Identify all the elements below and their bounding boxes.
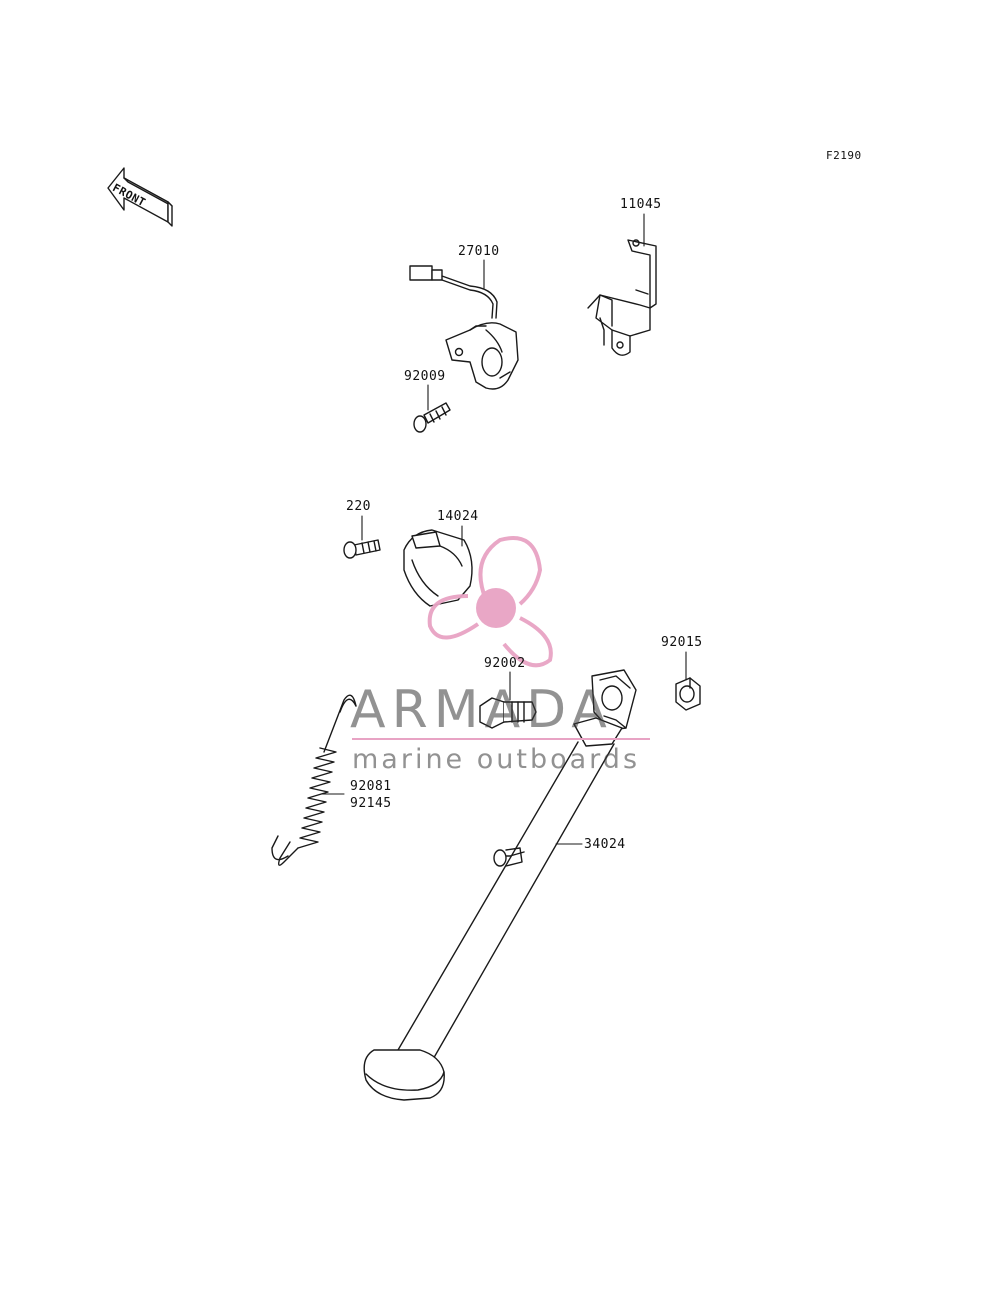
leader-lines bbox=[321, 213, 687, 845]
part-number-14024: 14024 bbox=[437, 509, 479, 524]
small-screw-part bbox=[343, 539, 381, 559]
part-number-92145: 92145 bbox=[350, 796, 392, 811]
figure-code: F2190 bbox=[826, 149, 862, 162]
pivot-bolt-part bbox=[479, 697, 537, 729]
part-number-92081: 92081 bbox=[350, 779, 392, 794]
side-stand-switch-part bbox=[409, 265, 519, 390]
switch-screw-part bbox=[413, 402, 451, 433]
part-number-92002: 92002 bbox=[484, 656, 526, 671]
part-number-220: 220 bbox=[346, 499, 371, 514]
watermark-tagline: marine outboards bbox=[352, 744, 641, 775]
part-number-11045: 11045 bbox=[620, 197, 662, 212]
nut-part bbox=[675, 677, 701, 711]
part-number-34024: 34024 bbox=[584, 837, 626, 852]
watermark-brand: ARMADA bbox=[350, 680, 613, 740]
watermark-propeller-logo bbox=[427, 536, 553, 668]
part-number-92015: 92015 bbox=[661, 635, 703, 650]
part-number-27010: 27010 bbox=[458, 244, 500, 259]
cover-part bbox=[403, 529, 473, 607]
part-number-92009: 92009 bbox=[404, 369, 446, 384]
side-stand-part bbox=[363, 669, 637, 1101]
front-arrow-icon bbox=[107, 167, 173, 227]
spring-part bbox=[271, 694, 357, 866]
bracket-part bbox=[587, 239, 657, 356]
